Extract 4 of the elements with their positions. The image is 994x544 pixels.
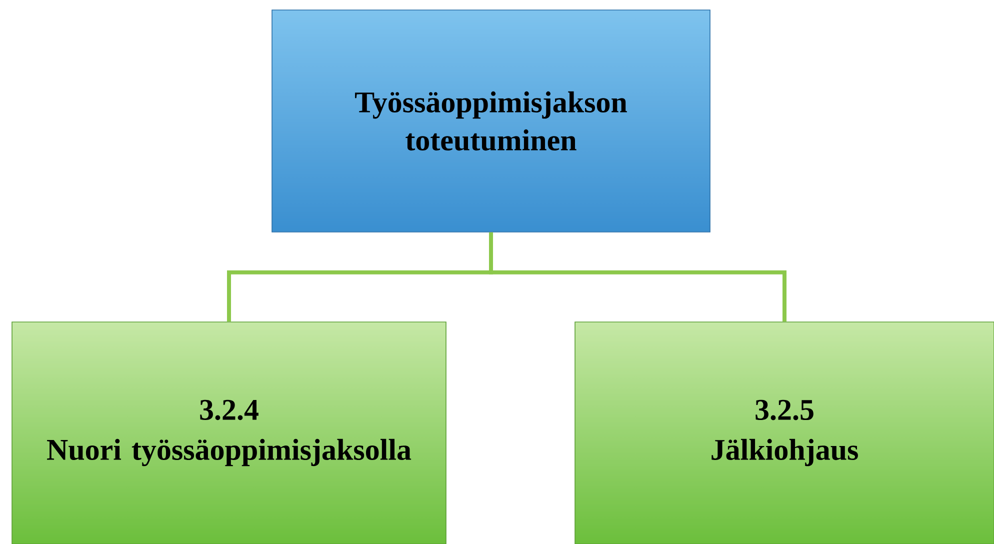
section-box: 3.2.5 Jälkiohjaus: [574, 322, 994, 544]
connector: [489, 232, 786, 322]
title-box: Työssäoppimisjakson toteutuminen: [272, 10, 710, 232]
section-box: 3.2.4 Nuori työssäoppimisjaksolla: [12, 322, 446, 544]
